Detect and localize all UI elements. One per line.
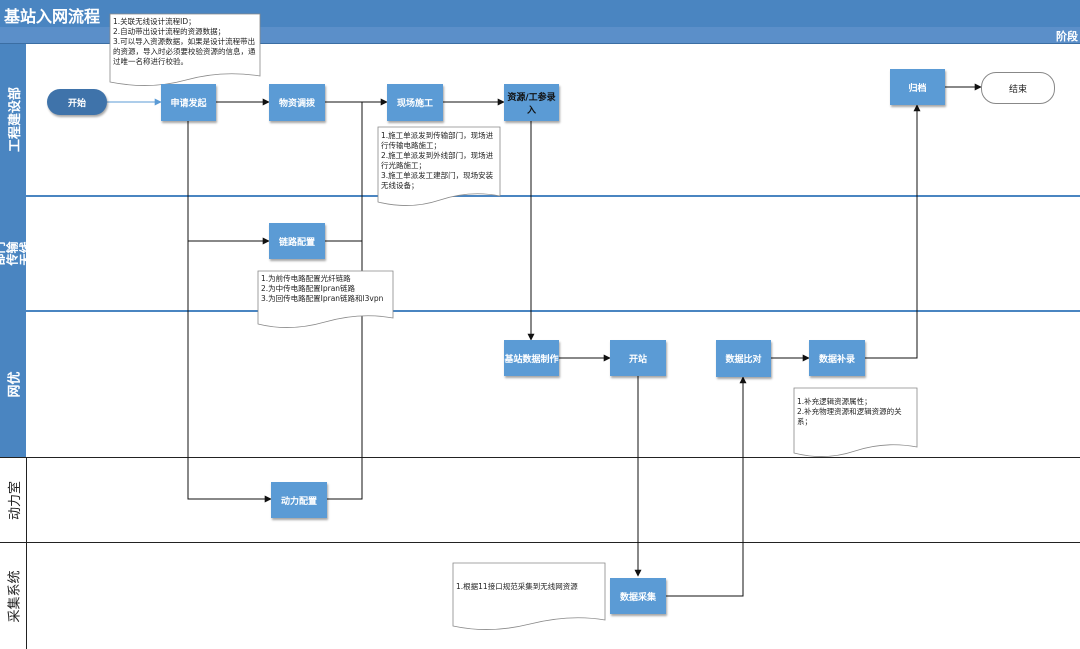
note-line: 2.施工单派发到外线部门，现场进行光路施工； xyxy=(381,151,494,170)
lane-engineering: 工程建设部 xyxy=(0,44,26,195)
lane-separator xyxy=(0,542,1080,543)
lane-collection: 采集系统 xyxy=(0,543,27,649)
note-collect: 1.根据11接口规范采集到无线网资源 xyxy=(453,579,605,595)
node-material-transfer[interactable]: 物资调拨 xyxy=(269,84,325,121)
note-line: 1.关联无线设计流程ID； xyxy=(113,17,196,26)
note-link-config: 1.为前传电路配置光纤链路 2.为中传电路配置Ipran链路 3.为回传电路配置… xyxy=(258,271,393,307)
edge-supplement-archive xyxy=(865,104,921,359)
node-end[interactable]: 结束 xyxy=(981,72,1055,104)
note-line: 3.为回传电路配置Ipran链路和l3vpn xyxy=(261,294,384,303)
edge-apply-power xyxy=(187,241,272,503)
lane-separator xyxy=(0,310,1080,312)
node-start[interactable]: 开始 xyxy=(47,89,107,115)
edge-power-sitework xyxy=(327,241,363,500)
node-data-compare[interactable]: 数据比对 xyxy=(716,340,771,377)
note-site-work: 1.施工单派发到传输部门，现场进行传输电路施工； 2.施工单派发到外线部门，现场… xyxy=(378,128,500,194)
lane-separator xyxy=(0,195,1080,197)
note-supplement: 1.补充逻辑资源属性； 2.补充物理资源和逻辑资源的关系； xyxy=(794,394,917,430)
node-bs-data[interactable]: 基站数据制作 xyxy=(504,340,559,376)
edge-link-sitework xyxy=(325,102,363,242)
node-data-collect[interactable]: 数据采集 xyxy=(610,578,666,614)
phase-bar: 阶段 xyxy=(0,27,1080,44)
note-line: 1.补充逻辑资源属性； xyxy=(797,397,872,406)
lane-separator xyxy=(0,457,1080,458)
note-apply: 1.关联无线设计流程ID； 2.自动带出设计流程的资源数据； 3.可以导入资源数… xyxy=(110,14,260,70)
note-shape-apply xyxy=(109,13,261,86)
page-title: 基站入网流程 xyxy=(4,7,101,26)
note-line: 3.施工单派发工建部门，现场安装无线设备； xyxy=(381,171,494,190)
node-archive[interactable]: 归档 xyxy=(890,69,945,105)
note-line: 1.根据11接口规范采集到无线网资源 xyxy=(456,582,578,591)
note-line: 2.为中传电路配置Ipran链路 xyxy=(261,284,356,293)
node-resource-entry[interactable]: 资源/工参录入 xyxy=(504,84,559,121)
node-open-site[interactable]: 开站 xyxy=(610,340,666,376)
note-line: 2.补充物理资源和逻辑资源的关系； xyxy=(797,407,902,426)
node-power-config[interactable]: 动力配置 xyxy=(271,482,327,518)
node-apply[interactable]: 申请发起 xyxy=(161,84,216,121)
node-site-work[interactable]: 现场施工 xyxy=(387,84,443,121)
note-line: 1.为前传电路配置光纤链路 xyxy=(261,274,351,283)
edge-collect-compare xyxy=(666,376,747,597)
note-shape-supplement xyxy=(793,387,918,457)
note-shape-link xyxy=(257,270,394,328)
lane-power: 动力室 xyxy=(0,458,27,542)
note-line: 3.可以导入资源数据，如果是设计流程带出的资源，导入时必须要校验资源的信息，通过… xyxy=(113,37,256,66)
note-shape-collect xyxy=(452,562,606,630)
phase-label: 阶段 xyxy=(1056,30,1078,43)
note-line: 1.施工单派发到传输部门，现场进行传输电路施工； xyxy=(381,131,494,150)
note-shape-site xyxy=(377,126,501,206)
node-link-config[interactable]: 链路配置 xyxy=(269,223,325,259)
edge-apply-link xyxy=(187,121,270,245)
node-data-supplement[interactable]: 数据补录 xyxy=(809,340,865,376)
note-line: 2.自动带出设计流程的资源数据； xyxy=(113,27,226,36)
lane-network-opt: 网优 xyxy=(0,312,26,457)
lane-external: 外线部门传输无线核心 xyxy=(0,197,46,310)
